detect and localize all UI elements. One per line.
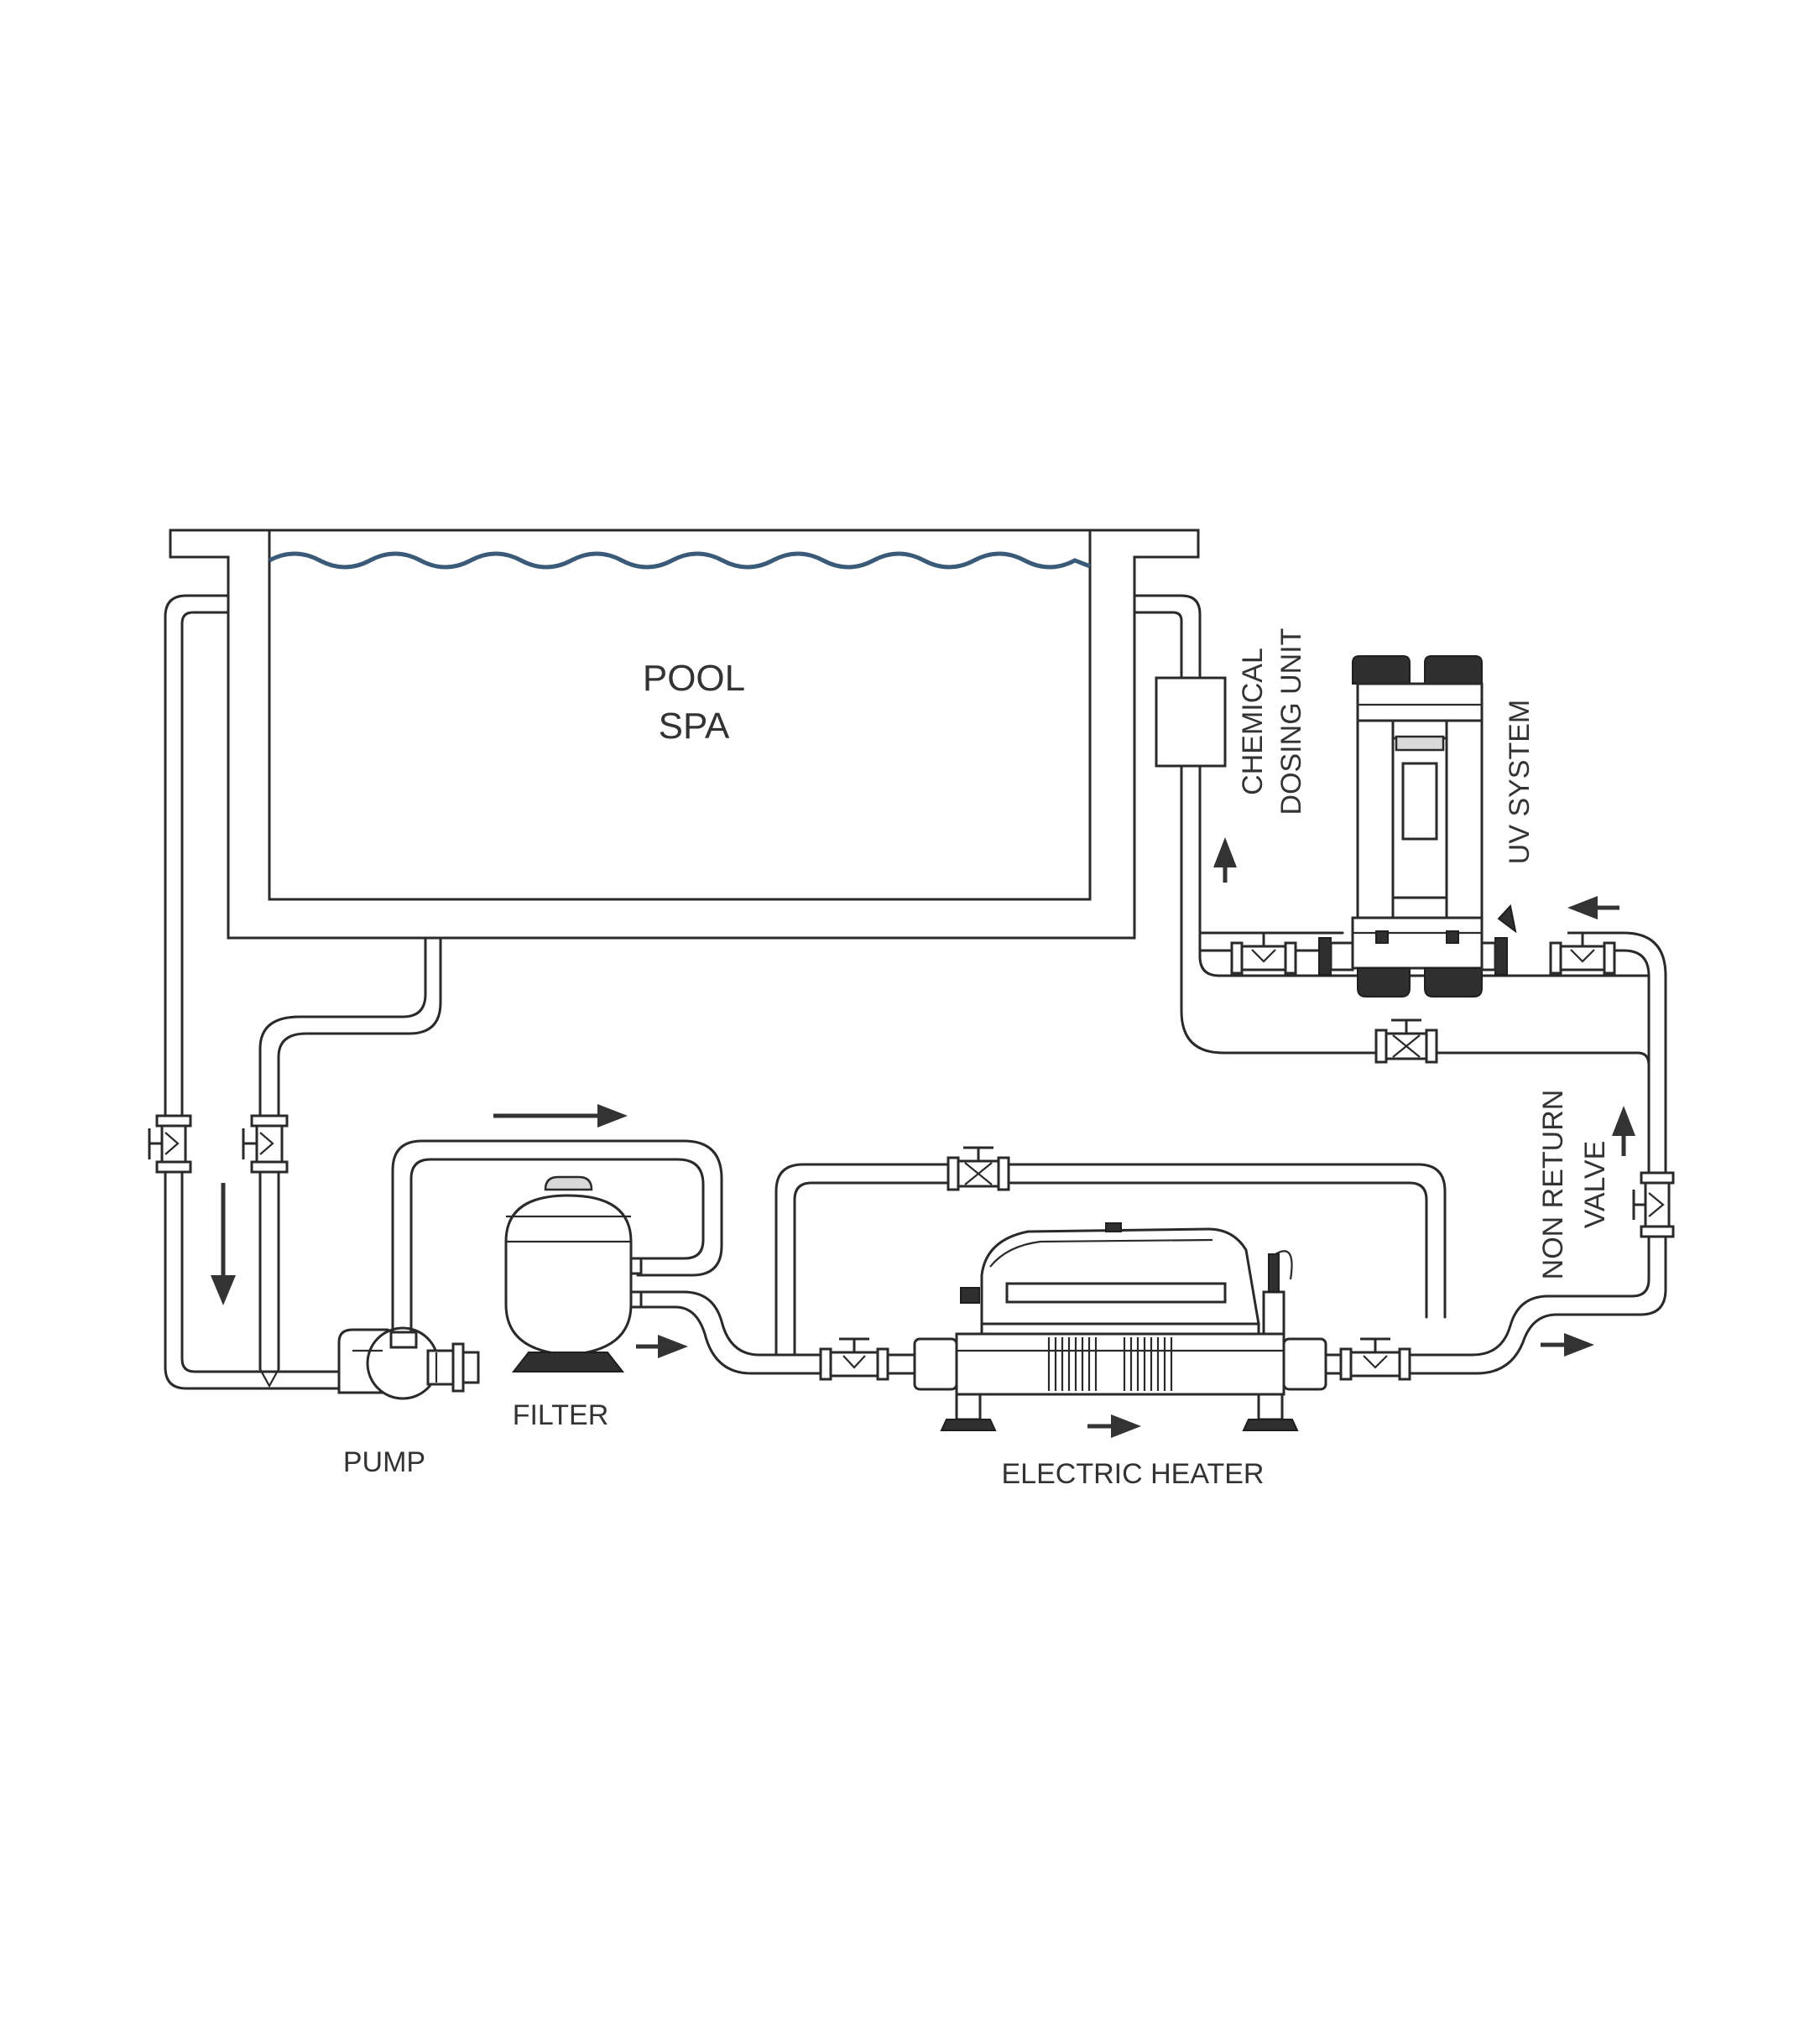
flow-arrow-right-top-icon bbox=[493, 1104, 628, 1128]
suction-valve-left bbox=[148, 1114, 192, 1174]
suction-pipes bbox=[164, 594, 442, 1390]
non-return-label: NON RETURN bbox=[1537, 1090, 1569, 1280]
uv-inlet-valve-icon bbox=[1230, 931, 1297, 975]
heater-outlet-pipe bbox=[1324, 974, 1667, 1375]
chemical-dosing-unit-icon bbox=[1155, 676, 1227, 768]
flow-arrow-left-uv-icon bbox=[1567, 896, 1619, 919]
flow-arrow-right-outlet-icon bbox=[1541, 1333, 1594, 1357]
suction-valve-right bbox=[242, 1114, 289, 1174]
heater-outlet-valve-icon bbox=[1339, 1337, 1411, 1381]
filter-icon bbox=[504, 1175, 643, 1373]
chemical-label: CHEMICAL bbox=[1237, 648, 1269, 795]
flow-arrow-down-icon bbox=[211, 1183, 236, 1305]
uv-outlet-valve-icon bbox=[1549, 931, 1616, 975]
spa-label: SPA bbox=[659, 706, 730, 747]
pump-icon bbox=[337, 1326, 480, 1400]
heater-bypass-pipe bbox=[774, 1163, 1447, 1357]
electric-heater-icon bbox=[913, 1222, 1327, 1431]
heater-inlet-valve-icon bbox=[819, 1337, 889, 1381]
electric-heater-label: ELECTRIC HEATER bbox=[1002, 1458, 1265, 1490]
dosing-unit-label: DOSING UNIT bbox=[1275, 628, 1307, 815]
uv-bypass-valve-icon bbox=[1374, 1018, 1438, 1064]
flow-arrow-right-heater-icon bbox=[1087, 1414, 1141, 1438]
pool-label: POOL bbox=[643, 658, 745, 699]
flow-arrow-up-right-icon bbox=[1612, 1106, 1635, 1156]
non-return-valve-icon bbox=[1632, 1171, 1675, 1238]
water-surface bbox=[268, 551, 1091, 570]
uv-system-icon bbox=[1318, 655, 1517, 997]
pump-to-filter-pipe bbox=[391, 1139, 723, 1334]
pool-basin bbox=[169, 529, 1200, 940]
bypass-valve-icon bbox=[947, 1146, 1010, 1191]
flow-arrow-up-dosing-icon bbox=[1213, 837, 1237, 883]
filter-label: FILTER bbox=[513, 1399, 609, 1431]
filter-to-heater-pipe bbox=[639, 1290, 841, 1375]
pump-label: PUMP bbox=[343, 1446, 425, 1478]
uv-system-label: UV SYSTEM bbox=[1504, 700, 1536, 864]
valve-label: VALVE bbox=[1579, 1141, 1611, 1229]
flow-arrow-right-filter-icon bbox=[636, 1335, 688, 1358]
